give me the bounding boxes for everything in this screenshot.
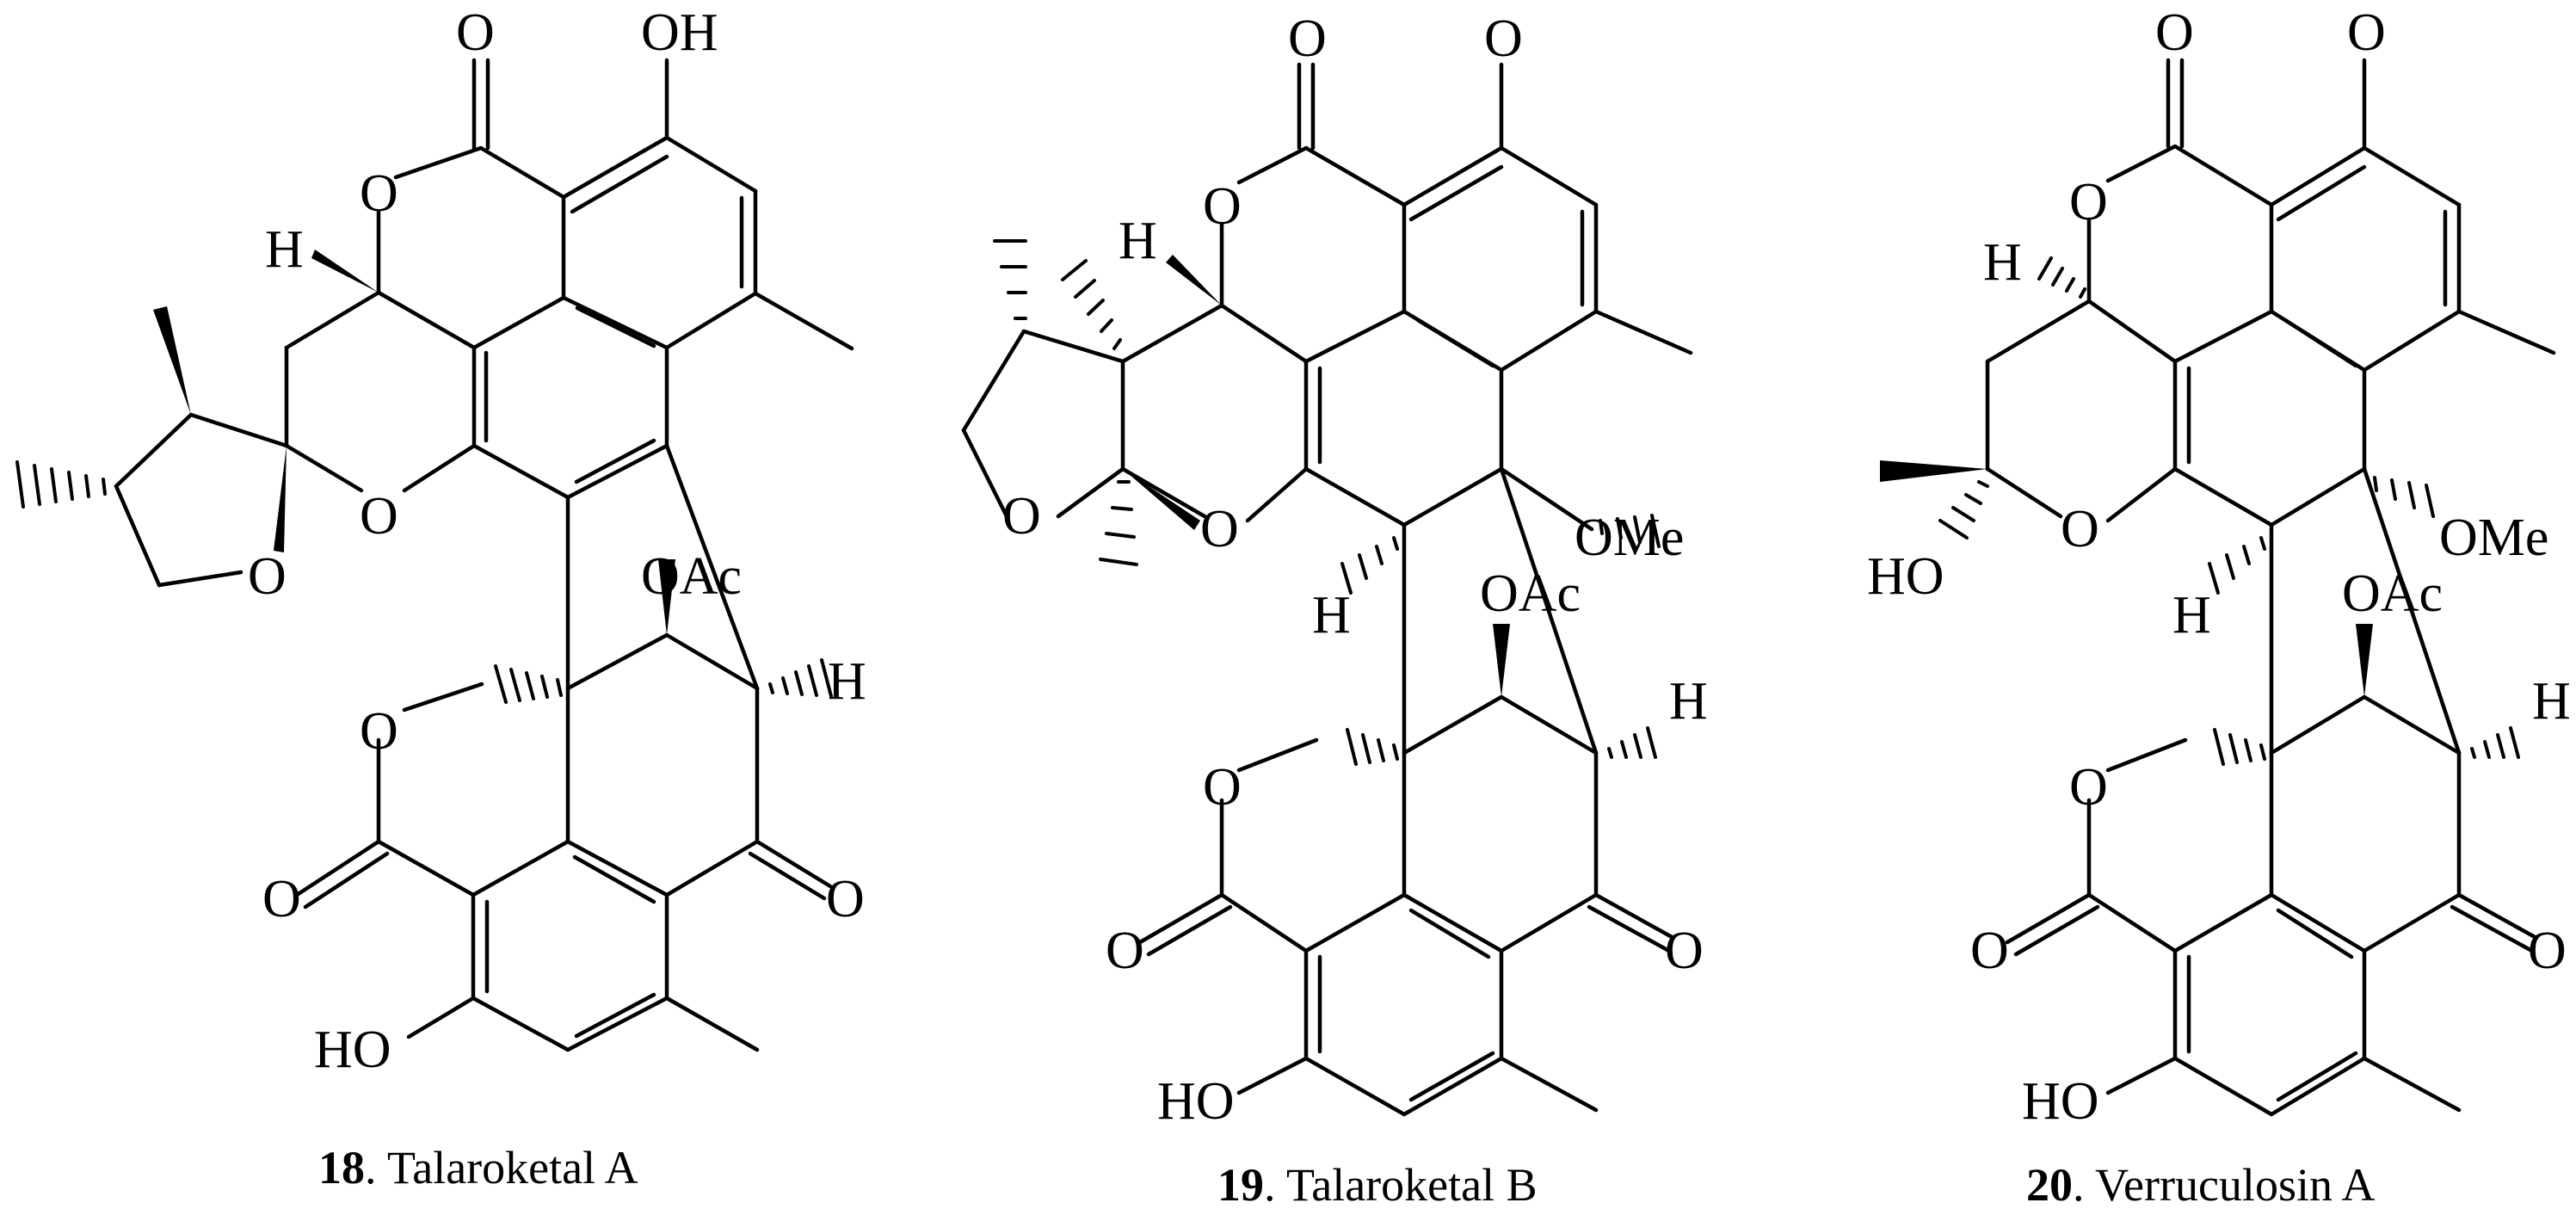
c19-atom-o: O — [1002, 487, 1041, 546]
compound-18-number: 18 — [318, 1142, 365, 1193]
compound-18-name: . Talaroketal A — [365, 1142, 638, 1193]
c18-atom-o: O — [262, 870, 301, 928]
compound-18-structure — [15, 58, 854, 1052]
c19-atom-h: H — [1312, 586, 1351, 645]
c18-atom-oac: OAc — [641, 547, 742, 606]
compound-19-structure — [961, 62, 1693, 1117]
c20-atom-o: O — [2069, 758, 2108, 817]
c18-atom-o: O — [456, 3, 495, 62]
c19-atom-o: O — [1288, 9, 1327, 68]
c18-atom-o: O — [360, 164, 398, 223]
c19-atom-o: O — [1203, 177, 1242, 236]
c20-atom-ho: HO — [2022, 1072, 2099, 1131]
c18-atom-o: O — [360, 702, 398, 761]
c19-atom-o: O — [1203, 758, 1242, 817]
c20-atom-o: O — [2347, 3, 2386, 62]
compound-20-name: . Verruculosin A — [2073, 1159, 2375, 1211]
c20-atom-h: H — [1983, 233, 2022, 292]
c20-atom-oac: OAc — [2342, 564, 2443, 623]
c20-atom-o: O — [2061, 500, 2099, 558]
c20-atom-o: O — [1970, 922, 2009, 980]
c20-atom-h: H — [2532, 672, 2571, 731]
compound-19-name: . Talaroketal B — [1264, 1159, 1538, 1211]
compound-19-atom-labels: O O O H O O OMe H OAc H O O O HO — [1002, 9, 1708, 1131]
c19-atom-ome: OMe — [1575, 509, 1684, 567]
c19-atom-o: O — [1200, 500, 1239, 558]
compound-18-caption: 18. Talaroketal A — [318, 1142, 638, 1193]
compound-20-atom-labels: O O O H HO O OMe H OAc H O O O HO — [1867, 3, 2571, 1131]
c20-atom-h: H — [2172, 586, 2211, 645]
c20-atom-o: O — [2528, 922, 2567, 980]
c19-atom-o: O — [1665, 922, 1704, 980]
c19-atom-oac: OAc — [1480, 564, 1581, 623]
compound-20-caption: 20. Verruculosin A — [2026, 1159, 2375, 1211]
c20-atom-ome: OMe — [2439, 509, 2548, 567]
c19-atom-ho: HO — [1157, 1072, 1235, 1131]
compound-20-structure — [1880, 58, 2556, 1117]
c19-atom-o: O — [1106, 922, 1144, 980]
c18-atom-h: H — [828, 652, 866, 711]
c19-atom-o: O — [1484, 9, 1523, 68]
c20-atom-o: O — [2069, 173, 2108, 231]
c19-atom-h: H — [1669, 672, 1708, 731]
c20-atom-o: O — [2155, 3, 2194, 62]
compound-20-number: 20 — [2026, 1159, 2073, 1211]
c18-atom-h: H — [265, 220, 304, 279]
compound-18-atom-labels: O OH O H O O OAc H O O O HO — [248, 3, 866, 1079]
c18-atom-o: O — [360, 487, 398, 546]
c18-atom-ho: HO — [314, 1021, 391, 1079]
c18-atom-oh: OH — [641, 3, 718, 62]
c19-atom-h: H — [1119, 212, 1157, 270]
c18-atom-o: O — [248, 547, 287, 606]
compound-19-caption: 19. Talaroketal B — [1217, 1159, 1538, 1211]
c20-atom-ho: HO — [1867, 547, 1944, 606]
c18-atom-o: O — [826, 870, 865, 928]
compound-19-number: 19 — [1217, 1159, 1264, 1211]
